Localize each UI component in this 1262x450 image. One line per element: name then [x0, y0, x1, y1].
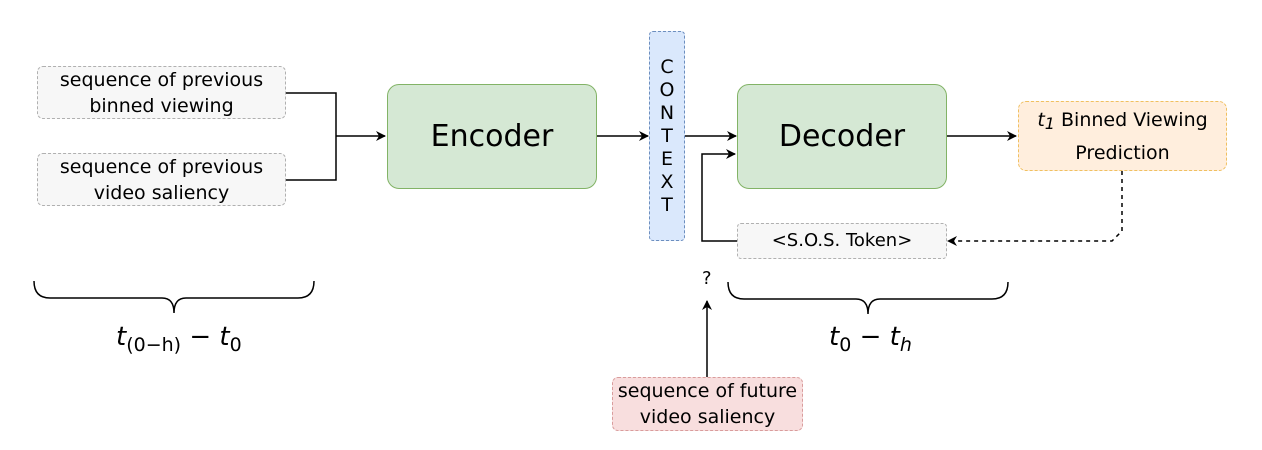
prev-saliency-label: sequence of previous video saliency	[59, 155, 264, 204]
past-window-label: t(0−h) − t0	[116, 322, 242, 356]
future-saliency-label: sequence of future video saliency	[617, 380, 798, 428]
future-saliency-node: sequence of future video saliency	[612, 377, 803, 431]
brace-future-window	[727, 281, 1009, 315]
future-window-op: −	[859, 322, 882, 352]
past-window-op: −	[189, 322, 212, 352]
prediction-subscript: 1	[1044, 113, 1055, 133]
prediction-text: Binned Viewing Prediction	[1061, 108, 1208, 164]
question-mark: ?	[702, 268, 712, 289]
future-window-sub1: 0	[839, 334, 852, 356]
past-window-t1: t	[116, 322, 127, 352]
future-window-label: t0 − th	[829, 322, 912, 356]
edge-prediction-feedback	[947, 171, 1123, 246]
context-letter: E	[660, 147, 673, 170]
context-letter: C	[660, 55, 674, 78]
context-letter: T	[661, 193, 673, 216]
past-window-sub2: 0	[229, 334, 242, 356]
future-window-t2: t	[889, 322, 900, 352]
brace-past-window	[33, 280, 315, 314]
encoder-node: Encoder	[387, 84, 597, 189]
past-window-t2: t	[219, 322, 230, 352]
prev-saliency-node: sequence of previous video saliency	[37, 153, 286, 206]
context-letter: T	[661, 124, 673, 147]
future-window-t1: t	[829, 322, 840, 352]
edge-prev-viewing-merge	[286, 92, 337, 181]
past-window-sub1: (0−h)	[126, 334, 182, 356]
edge-sos-to-decoder	[701, 149, 737, 242]
prev-viewing-label: sequence of previous binned viewing	[59, 68, 264, 117]
sos-token-label: <S.O.S. Token>	[771, 230, 913, 251]
decoder-label: Decoder	[778, 118, 906, 154]
encoder-label: Encoder	[430, 118, 554, 154]
future-window-sub2: h	[899, 334, 912, 356]
context-letter: N	[659, 101, 675, 124]
prediction-label: t1 Binned Viewing Prediction	[1019, 104, 1226, 169]
context-letter: O	[659, 78, 675, 101]
sos-token-node: <S.O.S. Token>	[737, 223, 947, 259]
prev-viewing-node: sequence of previous binned viewing	[37, 66, 286, 119]
context-letter: X	[660, 170, 674, 193]
decoder-node: Decoder	[737, 84, 947, 189]
context-node: C O N T E X T	[649, 31, 685, 241]
prediction-node: t1 Binned Viewing Prediction	[1018, 101, 1227, 171]
prediction-symbol: t	[1037, 108, 1045, 131]
